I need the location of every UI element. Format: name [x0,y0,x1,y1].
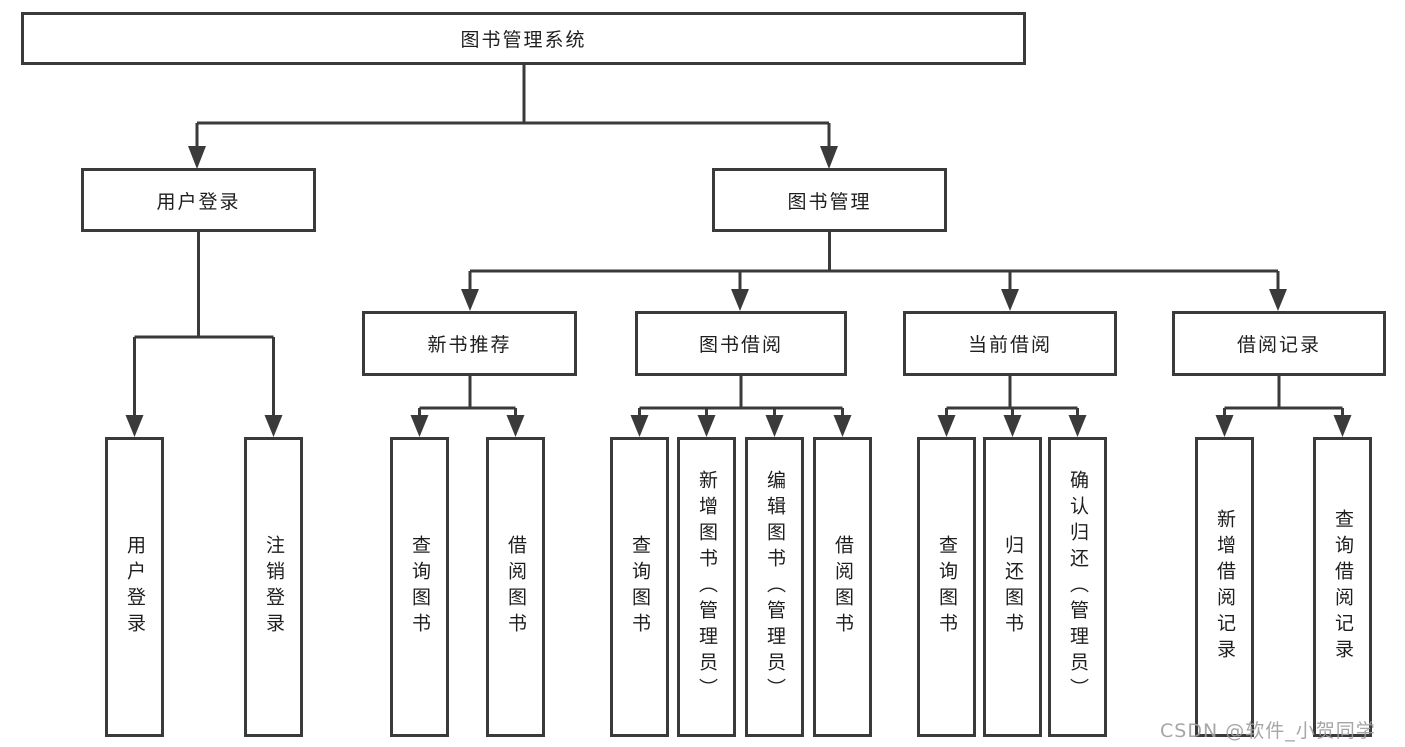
leaf-add-books-admin-label: 新增图书（管理员） [696,470,718,704]
watermark: CSDN @软件_小贺同学 [1160,720,1376,742]
leaf-add-borrow-record-label: 新增借阅记录 [1214,509,1236,665]
node-user-login: 用户登录 [81,168,316,232]
leaf-borrow-books: 借阅图书 [813,437,872,737]
leaf-recommend-borrow-books-label: 借阅图书 [505,535,527,639]
leaf-borrow-books-label: 借阅图书 [832,535,854,639]
node-current-borrow: 当前借阅 [903,311,1117,376]
node-borrow-records-label: 借阅记录 [1236,334,1321,356]
node-root-label: 图书管理系统 [460,29,587,51]
node-borrow-records: 借阅记录 [1172,311,1386,376]
leaf-edit-books-admin-label: 编辑图书（管理员） [764,470,786,704]
leaf-user-login: 用户登录 [105,437,164,737]
node-new-book-recommend: 新书推荐 [362,311,577,376]
leaf-confirm-return-admin-label: 确认归还（管理员） [1067,470,1089,704]
node-root: 图书管理系统 [21,12,1026,65]
leaf-recommend-query-books-label: 查询图书 [409,535,431,639]
leaf-add-borrow-record: 新增借阅记录 [1195,437,1254,737]
leaf-user-login-label: 用户登录 [124,535,146,639]
leaf-borrow-query-books: 查询图书 [610,437,669,737]
leaf-query-borrow-record-label: 查询借阅记录 [1332,509,1354,665]
leaf-recommend-query-books: 查询图书 [390,437,449,737]
leaf-edit-books-admin: 编辑图书（管理员） [745,437,804,737]
node-book-management: 图书管理 [712,168,947,232]
node-user-login-label: 用户登录 [156,190,241,213]
node-book-borrow: 图书借阅 [635,311,847,376]
leaf-confirm-return-admin: 确认归还（管理员） [1048,437,1107,737]
node-new-book-recommend-label: 新书推荐 [427,334,512,356]
leaf-recommend-borrow-books: 借阅图书 [486,437,545,737]
node-book-borrow-label: 图书借阅 [698,334,783,356]
leaf-query-borrow-record: 查询借阅记录 [1313,437,1372,737]
leaf-return-books-label: 归还图书 [1002,535,1024,639]
leaf-current-query-books-label: 查询图书 [936,535,958,639]
node-current-borrow-label: 当前借阅 [967,334,1052,356]
leaf-return-books: 归还图书 [983,437,1042,737]
leaf-add-books-admin: 新增图书（管理员） [677,437,736,737]
leaf-borrow-query-books-label: 查询图书 [629,535,651,639]
leaf-logout: 注销登录 [244,437,303,737]
leaf-logout-label: 注销登录 [263,535,285,639]
leaf-current-query-books: 查询图书 [917,437,976,737]
node-book-management-label: 图书管理 [787,190,872,213]
